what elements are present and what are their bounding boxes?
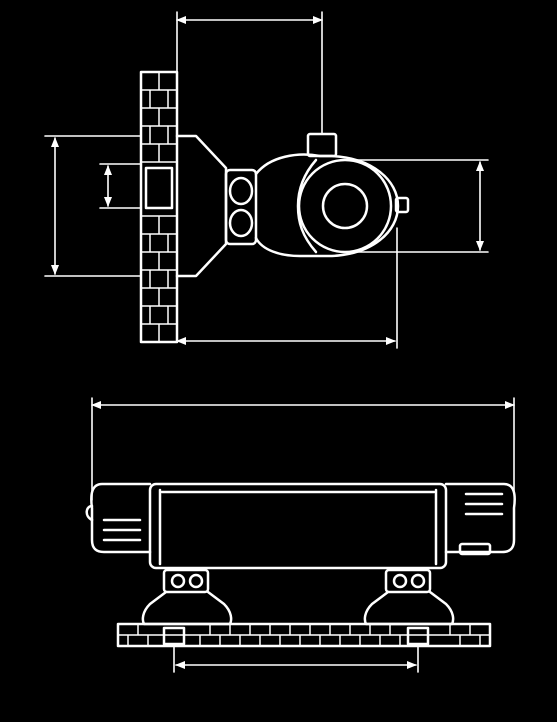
plan-dim-left-outer — [44, 135, 142, 277]
plan-dim-right — [344, 159, 489, 253]
front-right-handle — [444, 482, 516, 556]
front-right-elbow — [363, 568, 455, 626]
plan-connector-block — [224, 168, 258, 246]
plan-dim-left-inner — [99, 163, 142, 209]
front-dim-centres — [173, 645, 419, 673]
plan-dim-top — [176, 11, 323, 135]
plan-mixer-body — [254, 132, 410, 258]
front-elevation-view — [85, 397, 516, 673]
plan-dim-bottom — [176, 227, 398, 349]
plan-wall — [139, 70, 179, 344]
front-left-handle — [85, 482, 152, 554]
front-dim-overall — [91, 397, 515, 501]
front-mixer-body — [148, 482, 448, 570]
front-wall — [116, 622, 492, 648]
front-left-elbow — [141, 568, 233, 626]
plan-view — [44, 11, 489, 349]
plan-mounting-plate — [175, 134, 228, 278]
